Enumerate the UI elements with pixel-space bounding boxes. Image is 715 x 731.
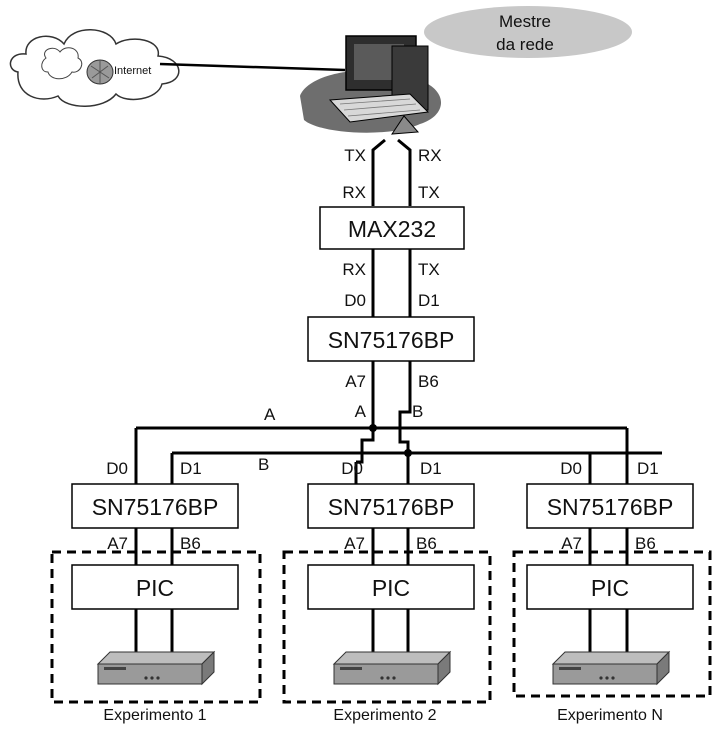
svg-text:MAX232: MAX232 [348, 216, 436, 242]
svg-text:SN75176BP: SN75176BP [547, 494, 674, 520]
junction-b-label: B [412, 402, 423, 421]
expn-caption: Experimento N [557, 707, 663, 724]
svg-text:D1: D1 [420, 459, 442, 478]
serial-wire-left [371, 138, 386, 206]
svg-text:A7: A7 [561, 534, 582, 553]
max232-top-left-label: RX [342, 183, 366, 202]
svg-text:A7: A7 [107, 534, 128, 553]
bus-b-label: B [258, 455, 269, 474]
svg-text:B6: B6 [635, 534, 656, 553]
svg-text:da rede: da rede [496, 35, 554, 54]
svg-text:B6: B6 [416, 534, 437, 553]
svg-text:D0: D0 [341, 459, 363, 478]
junction-a-dot [369, 424, 377, 432]
svg-text:SN75176BP: SN75176BP [92, 494, 219, 520]
main-transceiver-chip: SN75176BP [307, 316, 475, 362]
max232-bottom-right-label: TX [418, 260, 440, 279]
master-label: Mestre da rede [424, 6, 632, 58]
expn-boundary [512, 550, 712, 698]
svg-text:B6: B6 [180, 534, 201, 553]
experiment-2: D0 D1 SN75176BP A7 B6 PIC Experimento 2 [282, 453, 492, 724]
svg-text:PIC: PIC [372, 575, 410, 601]
max232-top-right-label: TX [418, 183, 440, 202]
expn-pic-chip [526, 564, 694, 610]
exp1-caption: Experimento 1 [103, 707, 206, 724]
exp2-pic-chip [307, 564, 475, 610]
svg-text:SN75176BP: SN75176BP [328, 494, 455, 520]
max232-bottom-left-label: RX [342, 260, 366, 279]
svg-text:PIC: PIC [136, 575, 174, 601]
main-d1-label: D1 [418, 291, 440, 310]
serial-wire-right [397, 138, 412, 206]
svg-text:SN75176BP: SN75176BP [328, 327, 455, 353]
internet-label: Internet [114, 65, 151, 77]
experiment-n: D0 D1 SN75176BP A7 B6 PIC Experimento N [512, 428, 712, 724]
exp2-caption: Experimento 2 [333, 707, 436, 724]
exp2-boundary [282, 550, 492, 704]
main-b6-label: B6 [418, 372, 439, 391]
internet-link [159, 62, 346, 72]
max232-chip: MAX232 [319, 206, 465, 250]
exp2-instrument-icon [332, 650, 452, 686]
svg-text:D1: D1 [180, 459, 202, 478]
expn-instrument-icon [551, 650, 671, 686]
svg-text:PIC: PIC [591, 575, 629, 601]
exp2-transceiver-chip [307, 483, 475, 529]
internet-cloud: Internet [9, 29, 180, 107]
svg-text:D0: D0 [560, 459, 582, 478]
pc-tx-label: TX [344, 146, 366, 165]
svg-text:Mestre: Mestre [499, 12, 551, 31]
expn-transceiver-chip [526, 483, 694, 529]
junction-a-label: A [355, 402, 367, 421]
svg-text:D0: D0 [106, 459, 128, 478]
experiment-1: D0 D1 SN75176BP A7 B6 PIC Experimento 1 [50, 428, 262, 724]
svg-text:A7: A7 [344, 534, 365, 553]
master-computer-icon [300, 35, 442, 135]
exp1-transceiver-chip [71, 483, 239, 529]
pc-rx-label: RX [418, 146, 442, 165]
bus-a-label: A [264, 405, 276, 424]
main-a7-label: A7 [345, 372, 366, 391]
main-d0-label: D0 [344, 291, 366, 310]
exp1-instrument-icon [96, 650, 216, 686]
exp1-pic-chip [71, 564, 239, 610]
svg-text:D1: D1 [637, 459, 659, 478]
